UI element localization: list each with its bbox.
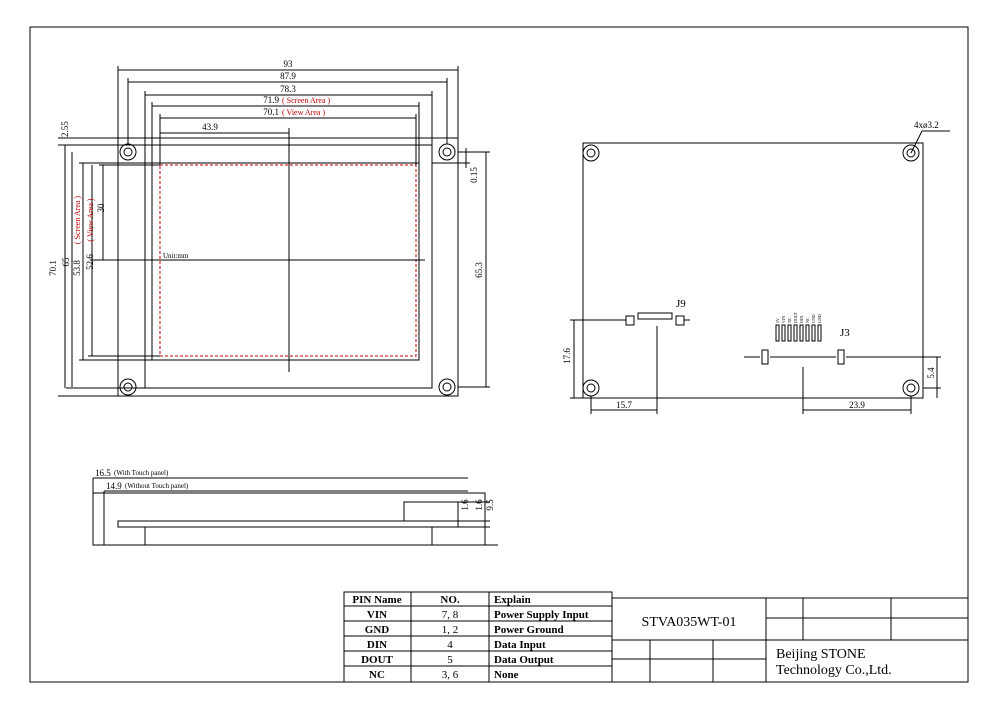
hole-spec-label: 4xø3.2 [914,120,939,130]
company-name-line1: Beijing STONE [776,647,866,662]
front-board-outline [117,137,459,397]
pin-table [343,591,613,683]
dim-23-9: 23.9 [849,400,865,410]
pin-row-name: NC [369,669,385,681]
company-name-line2: Technology Co.,Ltd. [776,663,892,678]
j3-pin-2-label: VIN [781,316,786,323]
screen-area-label-left: ( Screen Area ) [73,196,82,245]
j3-connector [761,349,769,365]
pin-row-explain: Power Supply Input [494,609,589,621]
dim-1-6-a: 1.6 [460,499,470,511]
j9-label: J9 [676,298,686,310]
thickness-with-touch: 16.5 [95,468,111,478]
pin-row-name: VIN [367,609,387,621]
side-view [92,477,498,546]
j3-pin-1-label: 5V [775,318,780,323]
pin-row-no: 5 [447,654,453,666]
side-outer-outline [92,492,486,546]
dim-9-5: 9.5 [485,499,495,511]
unit-label: Unit:mm [163,252,189,260]
j9-connector [625,315,635,326]
dim-70-1-top: 70.1 [263,107,279,117]
j3-pin-7-label: GND [811,314,816,323]
screen-area-label-top: ( Screen Area ) [282,96,331,105]
title-block [611,597,969,683]
j3-pin-3-label: NC [787,317,792,323]
pin-row-name: GND [365,624,390,636]
dim-65-3: 65.3 [474,262,484,278]
dim-2-55: 2.55 [60,121,70,137]
dim-52-6: 52.6 [85,254,95,270]
back-view [570,130,950,414]
front-view [58,66,490,397]
pin-row-explain: Data Output [494,654,554,666]
pin-row-no: 4 [447,639,453,651]
side-pcb [117,520,459,528]
mount-hole-icon [119,378,137,396]
view-area-label-top: ( View Area ) [282,108,325,117]
dim-78-3: 78.3 [280,84,296,94]
j3-pin-5-label: DIN [799,316,804,323]
j3-pin-4-label: DOUT [793,311,798,323]
back-board-outline [582,142,924,399]
pin-row-explain: None [494,669,519,681]
pin-table-header-explain: Explain [494,594,531,606]
mount-hole-icon [119,143,137,161]
dim-70-1-left: 70.1 [48,260,58,276]
pin-table-header-name: PIN Name [352,594,401,606]
dim-53-8: 53.8 [72,260,82,276]
dim-65-left: 65 [61,257,71,267]
view-area-label-left: ( View Area ) [86,198,95,241]
dim-93: 93 [284,59,294,69]
dim-1-6-b: 1.6 [474,499,484,511]
pin-row-name: DIN [367,639,387,651]
mount-hole-icon [438,143,456,161]
dim-43-9: 43.9 [202,122,218,132]
model-number: STVA035WT-01 [642,615,737,630]
pin-row-name: DOUT [361,654,393,666]
mount-hole-icon [438,378,456,396]
dim-71-9: 71.9 [263,95,279,105]
j3-pin-8-label: GND [817,314,822,323]
pin-row-explain: Data Input [494,639,546,651]
dim-87-9: 87.9 [280,71,296,81]
pin-row-no: 3, 6 [442,669,459,681]
dim-5-4: 5.4 [926,367,936,379]
front-glass-outline [151,162,420,361]
back-mount-hole-icon [582,144,600,162]
back-mount-hole-icon [582,379,600,397]
pin-table-header-no: NO. [440,594,460,606]
drawing-border [29,26,969,683]
dim-30: 30 [96,203,106,213]
back-mount-hole-icon [902,144,920,162]
thickness-without-touch: 14.9 [106,481,122,491]
pin-row-explain: Power Ground [494,624,564,636]
j3-label: J3 [840,327,850,339]
pin-row-no: 7, 8 [442,609,459,621]
dim-15-7: 15.7 [616,400,632,410]
without-touch-note: (Without Touch panel) [125,482,189,490]
back-mount-hole-icon [902,379,920,397]
j3-pin-6-label: NC [805,317,810,323]
dim-0-15: 0.15 [469,167,479,183]
dim-17-6: 17.6 [562,348,572,364]
with-touch-note: (With Touch panel) [114,469,169,477]
pin-row-no: 1, 2 [442,624,459,636]
